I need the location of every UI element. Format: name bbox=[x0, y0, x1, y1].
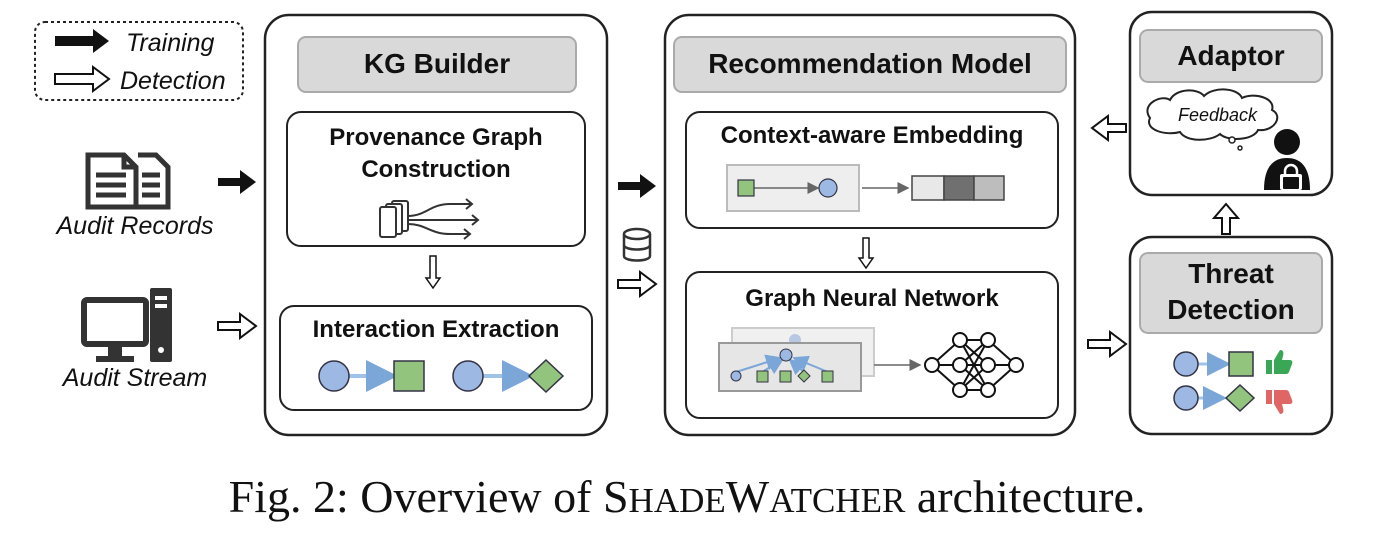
kg-down-arrow bbox=[424, 255, 442, 290]
gnn-title: Graph Neural Network bbox=[745, 285, 999, 312]
process-node bbox=[452, 360, 484, 392]
provenance-box bbox=[286, 111, 586, 247]
training-arrow-icon bbox=[55, 29, 109, 53]
provenance-title-line1: Provenance Graph bbox=[329, 124, 543, 151]
adaptor-title: Adaptor bbox=[1177, 40, 1285, 71]
provenance-title-line2: Construction bbox=[361, 156, 511, 183]
database-icon bbox=[622, 227, 652, 262]
caption-prefix: Fig. 2: Overview of bbox=[228, 471, 603, 522]
center-node bbox=[779, 348, 793, 362]
detection-arrow-icon bbox=[54, 65, 111, 93]
stream-detection-arrow bbox=[217, 312, 258, 340]
kg-to-model-detection-arrow bbox=[617, 270, 658, 298]
file-node bbox=[779, 370, 792, 383]
log-files-icon bbox=[379, 198, 480, 240]
records-training-arrow bbox=[218, 170, 256, 194]
neural-network-icon bbox=[924, 332, 1024, 398]
adaptor-to-model-arrow bbox=[1090, 114, 1127, 142]
interaction-title: Interaction Extraction bbox=[312, 316, 560, 343]
kg-to-model-training-arrow bbox=[618, 174, 656, 198]
figure-caption: Fig. 2: Overview of SHADEWATCHER archite… bbox=[0, 470, 1374, 523]
audit-stream-label: Audit Stream bbox=[62, 364, 208, 392]
embedding-title: Context-aware Embedding bbox=[720, 122, 1024, 149]
feedback-label: Feedback bbox=[1178, 105, 1258, 125]
process-node bbox=[818, 178, 838, 198]
file-node bbox=[756, 370, 769, 383]
adaptor-header bbox=[1139, 29, 1323, 83]
computer-icon bbox=[81, 288, 172, 362]
caption-name-atcher: ATCHER bbox=[769, 481, 906, 520]
file-node bbox=[393, 360, 425, 392]
threat-to-adaptor-arrow bbox=[1211, 202, 1241, 235]
caption-suffix: architecture. bbox=[905, 471, 1146, 522]
process-node bbox=[1173, 351, 1199, 377]
audit-records-label: Audit Records bbox=[56, 212, 214, 240]
process-node bbox=[1173, 385, 1199, 411]
caption-name-s: S bbox=[602, 471, 629, 522]
threat-title-line1: Threat bbox=[1188, 258, 1274, 289]
socket-node bbox=[527, 358, 565, 394]
caption-name-hade: HADE bbox=[628, 481, 726, 520]
kg-builder-header bbox=[297, 36, 577, 93]
admin-user-icon bbox=[1264, 129, 1310, 190]
legend-detection-label: Detection bbox=[120, 67, 226, 95]
threat-detection-header bbox=[1139, 252, 1323, 334]
file-node bbox=[737, 179, 755, 197]
process-node bbox=[730, 370, 742, 382]
feedback-cloud-icon bbox=[1146, 88, 1279, 141]
embedding-vector bbox=[911, 175, 1005, 201]
socket-node bbox=[797, 369, 811, 383]
thumbs-down-icon bbox=[1266, 390, 1293, 414]
thumbs-up-icon bbox=[1266, 350, 1293, 374]
threat-title-line2: Detection bbox=[1167, 294, 1295, 325]
process-node bbox=[318, 360, 350, 392]
legend-training-label: Training bbox=[126, 29, 215, 57]
kg-builder-title: KG Builder bbox=[363, 48, 511, 79]
socket-node bbox=[1224, 383, 1256, 413]
document-icon bbox=[85, 152, 171, 210]
caption-name-w: W bbox=[725, 471, 770, 522]
recommendation-header bbox=[673, 36, 1067, 93]
model-to-threat-arrow bbox=[1087, 330, 1128, 358]
file-node bbox=[821, 370, 834, 383]
model-down-arrow bbox=[857, 237, 875, 270]
file-node bbox=[1228, 351, 1254, 377]
recommendation-title: Recommendation Model bbox=[708, 48, 1032, 79]
